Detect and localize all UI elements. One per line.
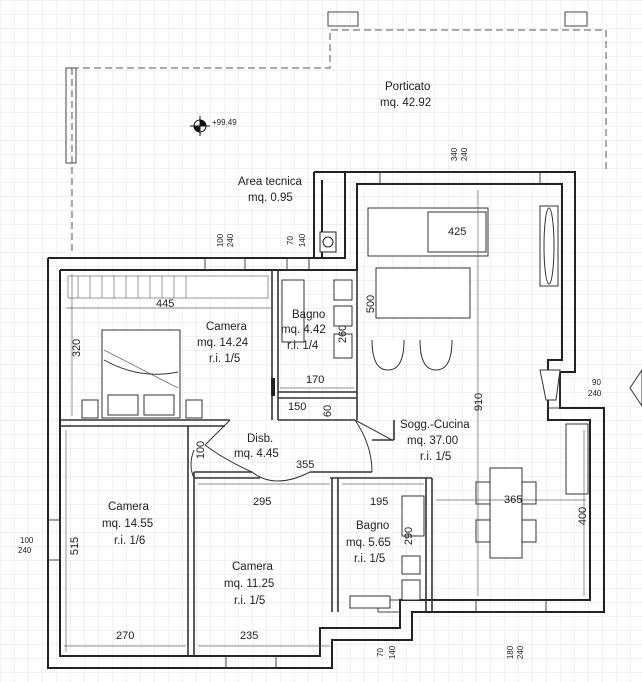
bathroom-fixtures-1 [281,279,353,359]
interior-walls [60,270,433,656]
opening-right-w: 90 [592,378,601,387]
porticato-area: mq. 42.92 [380,97,432,109]
camera1-name: Camera [206,321,247,333]
disb-name: Disb. [247,433,274,445]
porticato-pillar-right [564,11,588,27]
camera3-ri: r.i. 1/5 [234,595,266,607]
camera2-ri: r.i. 1/6 [114,535,146,547]
dim-320: 320 [71,338,84,358]
porticato-pillar-top [327,11,359,27]
windows [47,171,561,669]
dim-100: 100 [195,440,208,460]
opening-right-h: 240 [588,389,602,398]
dim-170: 170 [306,374,325,386]
living-furniture [367,205,561,401]
dimension-lines [64,190,586,652]
dim-515: 515 [69,536,82,556]
bagno2-name: Bagno [356,520,390,532]
door-leaf-bagno1 [271,378,275,396]
soggiorno-name: Sogg.-Cucina [400,419,470,431]
bagno1-ri: r.i. 1/4 [287,340,319,352]
camera2-area: mq. 14.55 [102,518,154,530]
camera3-name: Camera [232,561,273,573]
bagno1-name: Bagno [292,309,326,321]
porticato-name: Porticato [385,81,431,93]
opening-cam1-w: 100 [216,233,226,248]
opening-sogg-bot-h: 240 [516,645,526,660]
camera3-area: mq. 11.25 [224,578,275,590]
dim-355: 355 [296,459,315,471]
bagno2-ri: r.i. 1/5 [354,553,386,565]
bagno2-area: mq. 5.65 [346,537,391,549]
dining-table-icon [475,467,537,559]
porticato-outline [71,29,607,255]
opening-bagno2-w: 70 [375,648,385,657]
opening-bagno1-w: 70 [285,236,295,245]
dim-295: 295 [253,496,272,508]
opening-left-h: 240 [18,546,32,555]
elevation-label: +99.49 [212,118,237,127]
camera1-ri: r.i. 1/5 [209,353,241,365]
dim-195: 195 [370,496,389,508]
camera1-area: mq. 14.24 [197,337,249,349]
bagno1-area: mq. 4.42 [281,324,326,336]
dim-910: 910 [473,392,486,412]
bathroom-fixtures-2 [349,495,425,609]
dim-445: 445 [156,298,175,310]
dim-235: 235 [240,630,259,642]
dim-500: 500 [365,294,378,314]
wardrobe [67,275,269,299]
disb-area: mq. 4.45 [234,448,279,460]
kitchen-counter [565,423,589,495]
opening-bagno2-h: 140 [388,645,398,660]
dim-365: 365 [504,494,523,506]
dim-270: 270 [116,630,135,642]
dim-60: 60 [322,404,335,418]
dim-150: 150 [288,401,307,413]
opening-bagno1-h: 140 [298,233,308,248]
north-arrow-icon [629,369,642,407]
area-tecnica-name: Area tecnica [238,176,302,188]
opening-sogg-bot-w: 180 [506,645,516,660]
elevation-marker-icon [190,116,210,136]
area-tecnica-area: mq. 0.95 [248,192,293,204]
dim-290: 290 [403,526,416,546]
opening-sogg-w: 340 [450,147,460,162]
dim-400: 400 [577,506,590,526]
porticato-pillar-left [65,67,77,164]
opening-left-w: 100 [20,536,34,545]
doors [190,419,393,482]
opening-sogg-h: 240 [460,147,470,162]
bed-icon [81,329,203,419]
soggiorno-area: mq. 37.00 [407,435,459,447]
dim-260: 260 [337,324,350,344]
dim-425: 425 [448,226,467,238]
opening-cam1-h: 240 [226,233,236,248]
camera2-name: Camera [108,501,149,513]
soggiorno-ri: r.i. 1/5 [420,451,452,463]
boiler-icon [319,231,337,253]
